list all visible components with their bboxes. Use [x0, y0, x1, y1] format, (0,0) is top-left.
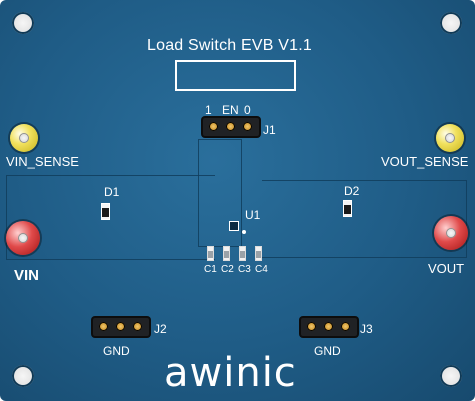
c4-capacitor	[255, 246, 262, 261]
c3-capacitor	[239, 246, 246, 261]
c3-label: C3	[238, 264, 251, 275]
j1-pin[interactable]	[209, 122, 218, 131]
j1-pin[interactable]	[243, 122, 252, 131]
j3-label: J3	[360, 322, 373, 336]
d2-diode	[343, 200, 352, 217]
u1-pin1-marker	[242, 230, 246, 234]
j2-pin[interactable]	[116, 322, 125, 331]
terminal-screw-icon	[19, 133, 29, 143]
j1-pin[interactable]	[226, 122, 235, 131]
trace-outline-right	[262, 180, 467, 258]
j2-gnd-label: GND	[103, 344, 130, 358]
c1-label: C1	[204, 264, 217, 275]
terminal-screw-icon	[18, 233, 28, 243]
j1-pin-0-label: 0	[244, 103, 251, 117]
c1-capacitor	[207, 246, 214, 261]
vin-sense-label: VIN_SENSE	[6, 154, 79, 169]
j2-header[interactable]	[93, 318, 149, 336]
c2-label: C2	[221, 264, 234, 275]
j1-pin-1-label: 1	[205, 103, 212, 117]
trace-center-bus	[198, 139, 242, 247]
board-title: Load Switch EVB V1.1	[147, 37, 312, 54]
j3-pin[interactable]	[324, 322, 333, 331]
vin-terminal[interactable]	[6, 221, 40, 255]
terminal-screw-icon	[445, 133, 455, 143]
mounting-hole-bottom-left	[12, 365, 34, 387]
j1-label: J1	[263, 123, 276, 137]
vin-label: VIN	[14, 267, 40, 284]
j1-en-label: EN	[222, 103, 239, 117]
j2-pin[interactable]	[99, 322, 108, 331]
trace-outline-left	[6, 175, 215, 260]
d1-label: D1	[104, 185, 120, 199]
u1-label: U1	[245, 208, 261, 222]
j3-pin[interactable]	[307, 322, 316, 331]
j2-label: J2	[154, 322, 167, 336]
mounting-hole-bottom-right	[440, 365, 462, 387]
c4-label: C4	[255, 264, 268, 275]
brand-logo-text: awinic	[164, 350, 297, 396]
j3-gnd-label: GND	[314, 344, 341, 358]
j2-pin[interactable]	[133, 322, 142, 331]
d1-diode	[101, 203, 110, 220]
d2-label: D2	[344, 184, 360, 198]
c2-capacitor	[223, 246, 230, 261]
vout-label: VOUT	[428, 261, 465, 276]
vin-sense-terminal[interactable]	[10, 124, 38, 152]
terminal-screw-icon	[446, 228, 456, 238]
j1-header[interactable]	[203, 118, 259, 136]
vout-sense-terminal[interactable]	[436, 124, 464, 152]
j3-header[interactable]	[301, 318, 357, 336]
vout-sense-label: VOUT_SENSE	[381, 154, 469, 169]
mounting-hole-top-right	[440, 12, 462, 34]
vout-terminal[interactable]	[434, 216, 468, 250]
label-box	[175, 60, 296, 91]
u1-chip-outline	[229, 221, 239, 231]
mounting-hole-top-left	[12, 12, 34, 34]
j3-pin[interactable]	[341, 322, 350, 331]
